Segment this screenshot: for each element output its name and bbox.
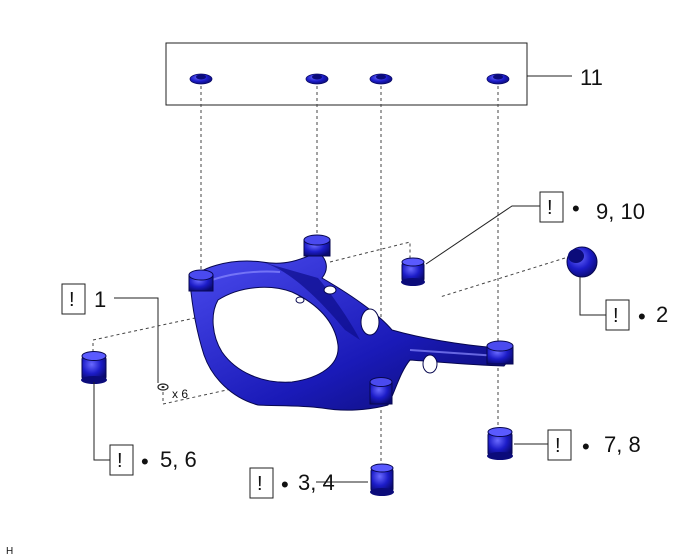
frame-collar-right: [486, 340, 514, 365]
figure-code: H: [6, 546, 13, 557]
bolt-2: [305, 73, 329, 85]
notice-box-9-10: [539, 191, 564, 223]
bolt-group-box: [165, 42, 528, 106]
bullet: •: [582, 434, 590, 459]
callout-9-10: 9, 10: [596, 199, 645, 224]
callout-5-6: 5, 6: [160, 447, 197, 472]
callout-1: 1: [94, 287, 106, 312]
bolt-4: [486, 73, 510, 85]
notice-box-1: [61, 283, 86, 315]
frame-collar-center: [369, 377, 393, 405]
callout-11: 11: [580, 65, 603, 90]
dashed-guides: [92, 86, 566, 470]
clip-1: [157, 383, 169, 391]
notice-box-3-4: [249, 467, 274, 499]
leader-lines: [93, 205, 606, 483]
notice-mark: !: [613, 305, 619, 327]
notice-mark: !: [555, 435, 561, 457]
notice-mark: !: [117, 450, 123, 472]
suspension-member: [189, 251, 513, 411]
quantity-x6: x 6: [172, 387, 188, 401]
notice-box-5-6: [109, 444, 134, 476]
notice-mark: !: [69, 289, 75, 311]
notice-box-7-8: [547, 429, 572, 461]
callout-3-4: 3, 4: [298, 470, 335, 495]
frame-collar-top: [303, 234, 331, 257]
callout-2: 2: [656, 302, 668, 327]
bullet: •: [638, 304, 646, 329]
bolt-1: [189, 73, 213, 85]
bushing-9-10: [401, 257, 425, 286]
bushing-7-8: [487, 427, 513, 460]
bullet: •: [141, 449, 149, 474]
bullet: •: [572, 196, 580, 221]
bullet: •: [281, 472, 289, 497]
notice-mark: !: [547, 197, 553, 219]
bushing-2: [566, 246, 598, 278]
notice-mark: !: [257, 473, 263, 495]
callout-7-8: 7, 8: [604, 432, 641, 457]
bushing-3-4: [370, 463, 394, 496]
notice-box-2: [605, 299, 630, 331]
frame-collar-left: [188, 269, 214, 292]
bushing-5-6: [81, 351, 107, 384]
bolt-3: [369, 73, 393, 85]
